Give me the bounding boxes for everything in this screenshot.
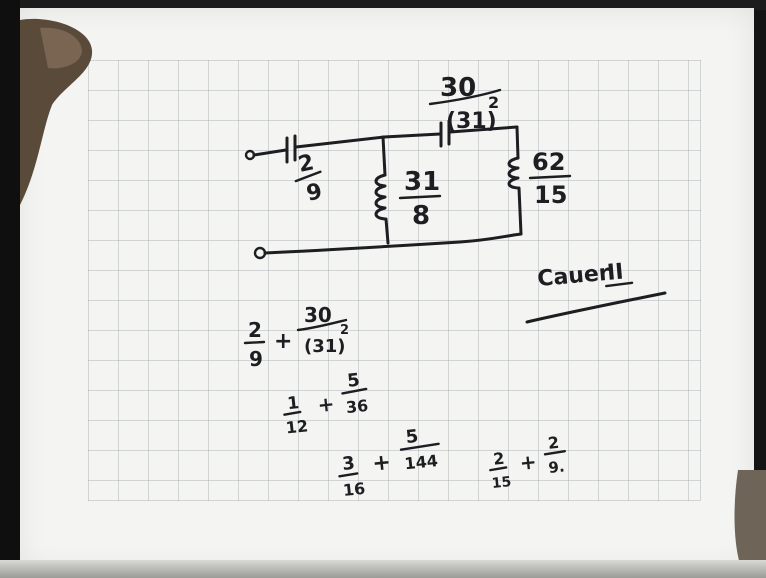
caption-text: Cauer [536, 261, 610, 292]
frame-left-edge [0, 0, 20, 578]
calc4-a-den: 15 [491, 474, 512, 492]
calc-line-4: 2 15 + 2 9. [489, 433, 567, 492]
calc2-a-den: 12 [285, 416, 309, 437]
presenter-thumb [20, 18, 93, 206]
calc2-a-num: 1 [286, 393, 300, 414]
wire-top-left [252, 148, 288, 157]
calc2-b-den: 36 [345, 396, 369, 417]
ind2-denominator: 15 [534, 181, 567, 209]
calc3-b-den: 144 [404, 451, 439, 473]
calc1-op: + [274, 329, 292, 354]
cap1-numerator: 2 [296, 150, 316, 178]
wire-top-right-b [448, 125, 519, 134]
label-inductor-2: 62 15 [528, 148, 572, 209]
circuit-diagram [244, 119, 523, 260]
calc1-b-num: 30 [304, 303, 332, 327]
frame-bottom-edge [0, 560, 766, 578]
calc-line-2: 1 12 + 5 36 [283, 370, 369, 438]
ind1-numerator: 31 [404, 167, 440, 197]
wire-top-mid [294, 135, 386, 149]
frame-top-edge [0, 0, 766, 10]
calc-line-3: 3 16 + 5 144 [338, 426, 440, 500]
cap1-denominator: 9 [304, 179, 324, 207]
calc-line-1: 2 9 + 30 (31) 2 [243, 303, 349, 371]
graph-paper-sheet [18, 8, 754, 570]
cap2-denominator: (31) [446, 109, 497, 134]
calc3-a-num: 3 [341, 453, 356, 475]
paper-clip [734, 470, 766, 570]
calc2-op: + [316, 391, 335, 417]
calc1-a-den: 9 [249, 347, 263, 371]
wire-bottom-return [263, 232, 523, 255]
wire-shunt-1-top [381, 135, 387, 177]
calc3-b-num: 5 [405, 426, 420, 448]
calc1-a-num: 2 [248, 318, 262, 342]
calc3-a-den: 16 [342, 479, 366, 500]
caption-cauer: Cauer II [536, 260, 634, 292]
cap2-exponent: 2 [488, 93, 499, 112]
calc3-op: + [371, 450, 392, 477]
ind1-denominator: 8 [412, 201, 430, 231]
ind2-numerator: 62 [532, 148, 565, 176]
calc4-a-num: 2 [492, 449, 505, 469]
calc4-b-den: 9. [548, 457, 566, 477]
wire-shunt-2-bottom [517, 186, 523, 236]
calc2-b-num: 5 [346, 370, 361, 392]
calc4-b-num: 2 [547, 433, 560, 453]
wire-right-down [515, 125, 520, 160]
calc1-b-exp: 2 [340, 323, 349, 338]
caption-numeral: II [606, 260, 624, 286]
calc4-op: + [519, 449, 538, 475]
wire-top-right-a [382, 132, 442, 139]
label-inductor-1: 31 8 [398, 167, 442, 231]
label-capacitor-2: 30 (31) 2 [428, 73, 502, 134]
inductor-2-coil [507, 156, 520, 190]
caption-underline [525, 291, 667, 324]
inductor-1-coil [374, 173, 387, 221]
label-capacitor-1: 2 9 [294, 150, 324, 207]
wire-shunt-1-bottom [384, 217, 390, 245]
calc1-b-den: (31) [304, 336, 346, 357]
graph-paper-grid [88, 60, 701, 501]
